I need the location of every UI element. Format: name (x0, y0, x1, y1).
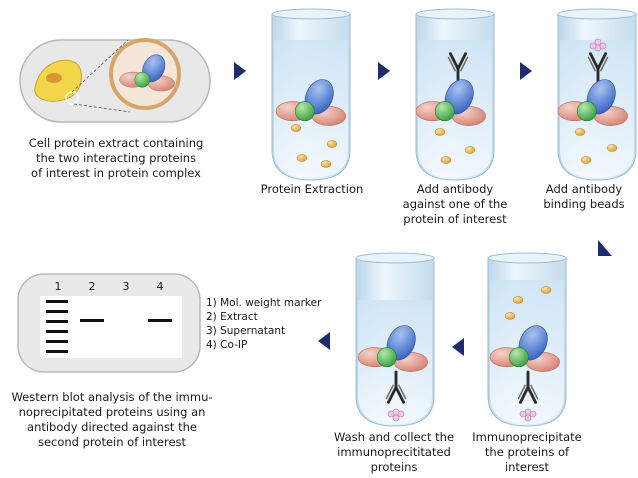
arrow-1 (234, 62, 246, 80)
lane-label-2: 2 (88, 280, 96, 293)
arrow-2 (378, 62, 390, 80)
tube-5 (355, 252, 435, 427)
tube-3 (557, 8, 637, 181)
marker-bands (46, 300, 68, 353)
cell-extract-panel (19, 38, 211, 123)
coip-band (148, 319, 172, 322)
arrow-4 (598, 240, 612, 256)
caption-cell-extract: Cell protein extract containing the two … (28, 136, 204, 180)
caption-protein-extraction: Protein Extraction (260, 182, 364, 196)
caption-immunoprecipitate: Immunoprecipitate the proteins of intere… (472, 430, 582, 474)
tube-2 (415, 8, 495, 181)
cell-nucleus (46, 73, 62, 83)
lane-label-3: 3 (122, 280, 130, 293)
blot-membrane (40, 296, 182, 358)
arrow-3 (520, 62, 532, 80)
arrow-6 (318, 332, 330, 350)
arrow-5 (452, 338, 464, 356)
caption-add-antibody: Add antibody against one of the protein … (402, 182, 508, 226)
extract-band (80, 319, 104, 322)
lane-label-1: 1 (54, 280, 62, 293)
caption-wash-collect: Wash and collect the immunoprecititated … (333, 430, 455, 474)
tube-1 (271, 8, 351, 181)
western-blot-panel (17, 273, 201, 373)
blot-legend: 1) Mol. weight marker 2) Extract 3) Supe… (206, 297, 322, 351)
caption-western-blot: Western blot analysis of the immu- nopre… (11, 390, 213, 449)
caption-add-beads: Add antibody binding beads (543, 182, 625, 211)
lane-label-4: 4 (156, 280, 164, 293)
tube-4 (487, 252, 567, 427)
